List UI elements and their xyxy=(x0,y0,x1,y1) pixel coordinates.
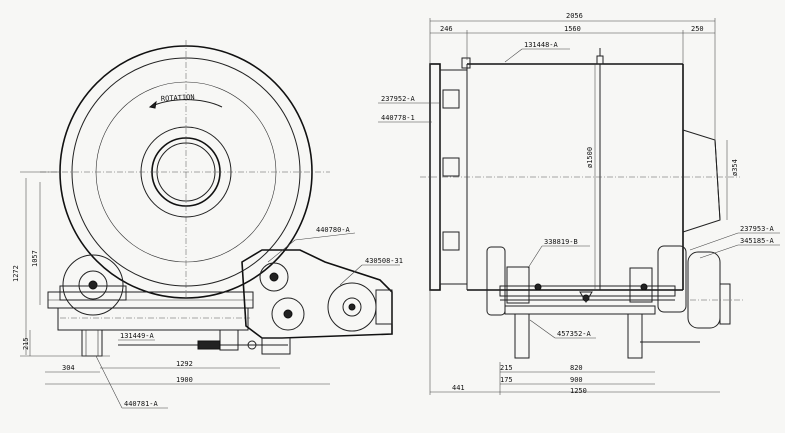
part-345185-A: 345185-A xyxy=(740,237,775,245)
part-457352-A: 457352-A xyxy=(557,330,592,338)
right-side-view: 2056 246 1560 250 ø1500 ø354 215 820 175… xyxy=(378,12,780,395)
dim-215-left: 215 xyxy=(22,337,30,350)
dim-175: 175 xyxy=(500,376,513,384)
rotation-arrowhead xyxy=(148,100,157,109)
drive-pulley xyxy=(687,251,721,329)
part-440778-1: 440778-1 xyxy=(381,114,415,122)
dim-1057: 1057 xyxy=(31,250,39,267)
part-131448-A: 131448-A xyxy=(524,41,559,49)
part-430508-31: 430508-31 xyxy=(365,257,403,265)
dim-304: 304 xyxy=(62,364,75,372)
dim-1500: ø1500 xyxy=(586,147,594,168)
dim-246: 246 xyxy=(440,25,453,33)
gear-lower xyxy=(271,297,305,331)
drive-shaft xyxy=(499,285,676,297)
part-237953-A: 237953-A xyxy=(740,225,775,233)
base-plinth xyxy=(57,307,249,331)
right-base-frame xyxy=(504,305,656,315)
discharge-cone xyxy=(682,129,721,233)
left-end-view: ROTATION xyxy=(12,40,403,409)
left-foot xyxy=(81,329,103,357)
dim-250: 250 xyxy=(691,25,704,33)
part-440780-A: 440780-A xyxy=(316,226,351,234)
right-foot-2 xyxy=(627,313,643,359)
small-pulley xyxy=(62,254,124,316)
dim-1560: 1560 xyxy=(564,25,581,33)
part-338819-B: 338819-B xyxy=(544,238,578,246)
shaft-pulley-right xyxy=(657,245,687,313)
dim-2056: 2056 xyxy=(566,12,583,20)
right-foot xyxy=(219,329,239,351)
dim-1250: 1250 xyxy=(570,387,587,395)
right-foot-1 xyxy=(514,313,530,359)
dim-1292: 1292 xyxy=(176,360,193,368)
part-131449-A: 131449-A xyxy=(120,332,155,340)
part-440781-A: 440781-A xyxy=(124,400,159,408)
dim-820: 820 xyxy=(570,364,583,372)
shaft-pulley-left xyxy=(486,246,506,316)
dim-354: ø354 xyxy=(731,159,739,176)
turnbuckle xyxy=(197,340,221,350)
dim-900: 900 xyxy=(570,376,583,384)
part-237952-A: 237952-A xyxy=(381,95,416,103)
rotation-label: ROTATION xyxy=(161,93,195,103)
dim-215-right: 215 xyxy=(500,364,513,372)
rotation-arrow xyxy=(149,99,223,108)
dim-1900: 1900 xyxy=(176,376,193,384)
dim-1272: 1272 xyxy=(12,265,20,282)
gear-top xyxy=(259,262,289,292)
dim-441: 441 xyxy=(452,384,465,392)
